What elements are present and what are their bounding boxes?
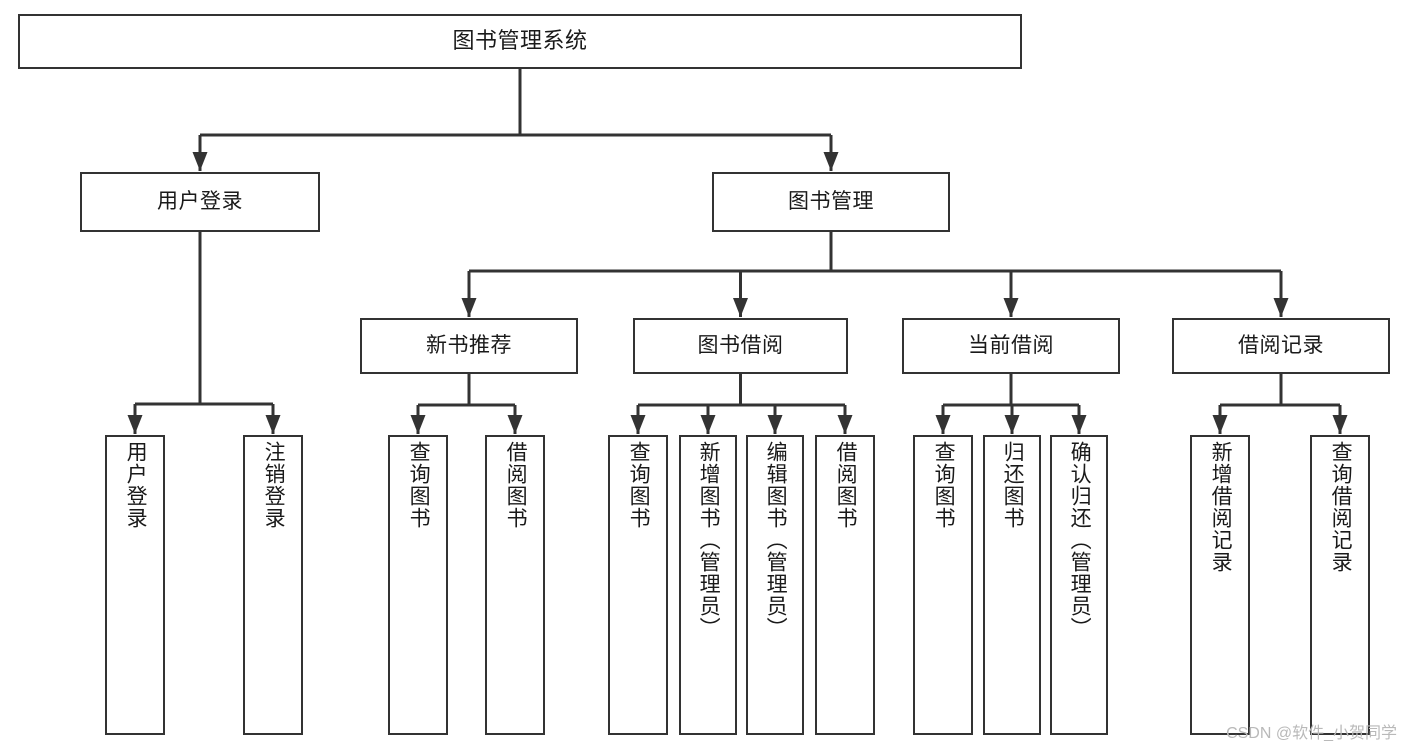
node-login[interactable]: 用户登录 [80, 172, 320, 232]
node-leaf-cur-query[interactable]: 查询图书 [913, 435, 973, 735]
node-label: 新增图书（管理员） [697, 441, 721, 639]
node-label: 借阅图书 [504, 441, 528, 529]
arrowhead [127, 415, 143, 434]
node-borrow[interactable]: 图书借阅 [633, 318, 848, 374]
node-bookmgmt[interactable]: 图书管理 [712, 172, 950, 232]
node-newrec[interactable]: 新书推荐 [360, 318, 578, 374]
node-leaf-user-logout[interactable]: 注销登录 [243, 435, 303, 735]
node-leaf-cur-confirm[interactable]: 确认归还（管理员） [1050, 435, 1108, 735]
arrowhead [1004, 415, 1020, 434]
node-label: 借阅记录 [1238, 334, 1324, 358]
node-leaf-bor-query[interactable]: 查询图书 [608, 435, 668, 735]
arrowhead [1071, 415, 1087, 434]
node-label: 查询图书 [407, 441, 431, 529]
arrowhead [507, 415, 523, 434]
node-label: 确认归还（管理员） [1068, 441, 1092, 639]
arrowhead [410, 415, 426, 434]
node-label: 新增借阅记录 [1209, 441, 1233, 573]
node-leaf-bor-lend[interactable]: 借阅图书 [815, 435, 875, 735]
arrowhead [1212, 415, 1228, 434]
arrowhead [1332, 415, 1348, 434]
arrowhead [837, 415, 853, 434]
arrowhead [767, 415, 783, 434]
node-label: 查询图书 [627, 441, 651, 529]
arrowhead [265, 415, 281, 434]
node-leaf-cur-return[interactable]: 归还图书 [983, 435, 1041, 735]
node-label: 当前借阅 [968, 334, 1054, 358]
node-label: 用户登录 [157, 190, 243, 214]
node-root[interactable]: 图书管理系统 [18, 14, 1022, 69]
node-leaf-new-borrow[interactable]: 借阅图书 [485, 435, 545, 735]
arrowhead [461, 298, 477, 317]
node-leaf-bor-add[interactable]: 新增图书（管理员） [679, 435, 737, 735]
node-label: 借阅图书 [834, 441, 858, 529]
arrowhead [823, 152, 839, 171]
node-label: 归还图书 [1001, 441, 1025, 529]
node-label: 用户登录 [124, 441, 148, 529]
node-label: 图书管理系统 [452, 28, 588, 54]
node-leaf-user-login[interactable]: 用户登录 [105, 435, 165, 735]
arrowhead [192, 152, 208, 171]
watermark: CSDN @软件_小贺同学 [1226, 725, 1397, 742]
arrowhead [1003, 298, 1019, 317]
node-label: 编辑图书（管理员） [764, 441, 788, 639]
node-label: 查询图书 [932, 441, 956, 529]
node-current[interactable]: 当前借阅 [902, 318, 1120, 374]
node-label: 图书借阅 [697, 334, 784, 358]
node-label: 查询借阅记录 [1329, 441, 1353, 573]
node-leaf-rec-query[interactable]: 查询借阅记录 [1310, 435, 1370, 735]
arrowhead [935, 415, 951, 434]
node-leaf-new-query[interactable]: 查询图书 [388, 435, 448, 735]
arrowhead [700, 415, 716, 434]
node-leaf-rec-add[interactable]: 新增借阅记录 [1190, 435, 1250, 735]
node-label: 注销登录 [262, 441, 286, 529]
node-records[interactable]: 借阅记录 [1172, 318, 1390, 374]
node-label: 图书管理 [788, 190, 874, 214]
arrowhead [733, 298, 748, 317]
arrowhead [630, 415, 646, 434]
arrowhead [1273, 298, 1289, 317]
node-leaf-bor-edit[interactable]: 编辑图书（管理员） [746, 435, 804, 735]
node-label: 新书推荐 [426, 334, 512, 358]
